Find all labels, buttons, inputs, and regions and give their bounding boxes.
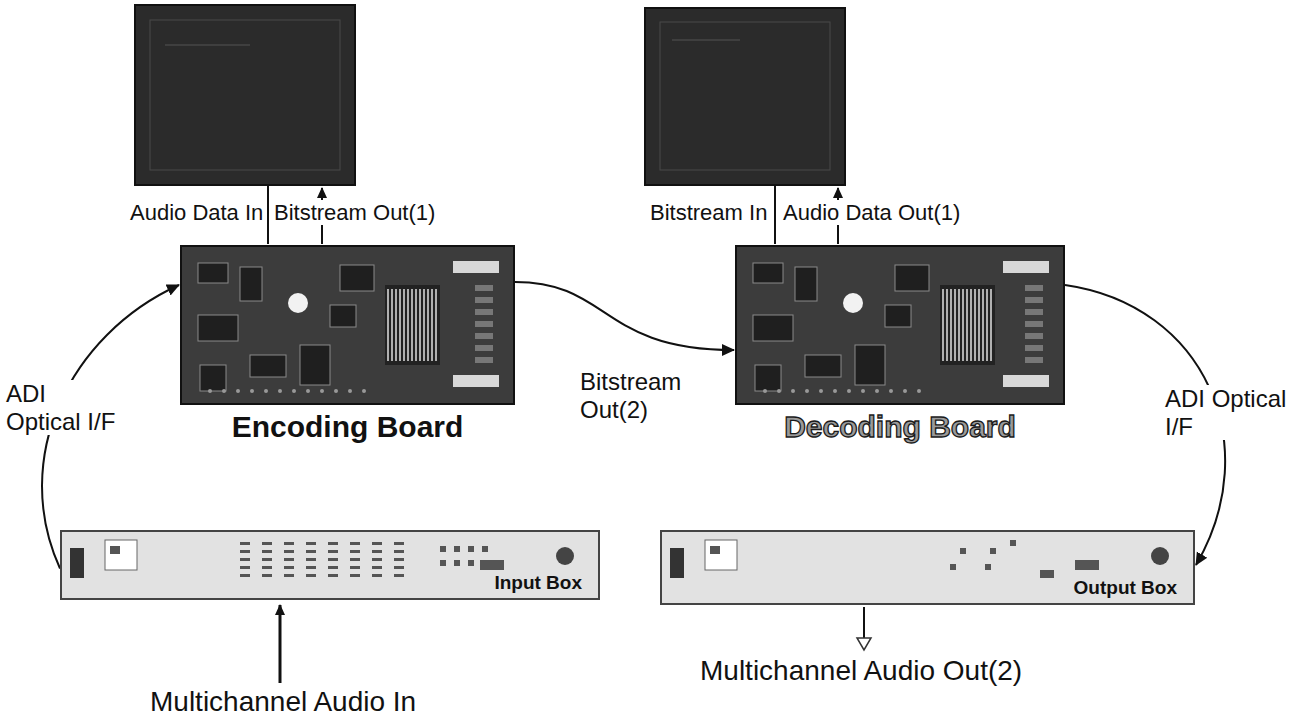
rack-box-node: Output Box <box>660 530 1195 605</box>
connector-label: Bitstream Out(2) <box>580 368 700 423</box>
circuit-board-node: Encoding Board <box>180 245 515 445</box>
signal-label: Multichannel Audio Out(2) <box>700 655 1022 687</box>
monitor-screen <box>645 8 845 185</box>
circuit-board <box>180 245 515 405</box>
connector-label: ADI Optical I/F <box>1165 385 1287 440</box>
signal-label: Bitstream In <box>650 200 767 225</box>
circuit-board <box>735 245 1065 405</box>
board-title: Decoding Board <box>735 409 1065 445</box>
signal-label: Bitstream Out(1) <box>274 200 435 225</box>
box-title: Output Box <box>1074 577 1177 600</box>
box-title: Input Box <box>494 572 582 595</box>
circuit-board-node: Decoding Board <box>735 245 1065 445</box>
signal-label: Audio Data Out(1) <box>783 200 960 225</box>
connector-label: ADI Optical I/F <box>6 380 126 435</box>
signal-label: Multichannel Audio In <box>150 686 416 718</box>
rack-box-node: Input Box <box>60 530 600 600</box>
monitor-screen <box>135 5 355 185</box>
board-title: Encoding Board <box>180 409 515 445</box>
optical-link <box>515 282 734 350</box>
signal-label: Audio Data In <box>130 200 263 225</box>
